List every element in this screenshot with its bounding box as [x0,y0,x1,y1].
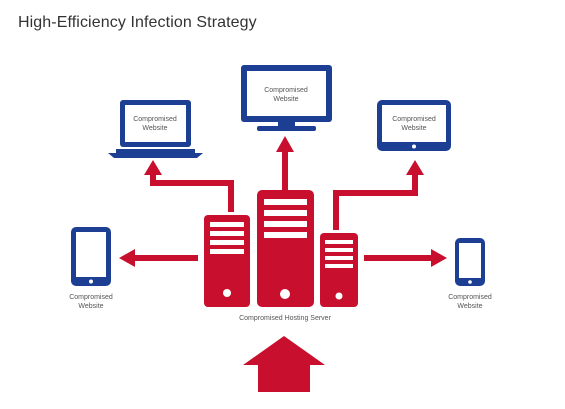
laptop-icon: Compromised Website [108,100,203,158]
arrow-right [364,249,447,267]
page-title: High-Efficiency Infection Strategy [18,14,257,31]
device-label-line1: Compromised [392,116,436,123]
arrows [119,136,447,392]
device-label-line1: Compromised [133,116,177,123]
monitor-icon: Compromised Website [241,65,332,131]
server-center [257,190,314,307]
arrow-left [119,249,198,267]
server-right [320,233,358,307]
device-label-line1: Compromised [448,294,492,301]
tablet-icon: Compromised Website [69,227,113,310]
device-label-line1: Compromised [69,294,113,301]
server-icon: Compromised Hosting Server [204,190,358,322]
phone-icon: Compromised Website [448,238,492,310]
device-label-line2: Website [457,303,482,310]
device-label-line2: Website [142,125,167,132]
arrow-up-right [333,160,424,230]
home-arrow-icon [243,336,325,392]
server-label: Compromised Hosting Server [239,315,331,322]
arrow-up-left [144,160,234,212]
arrow-up-center [276,136,294,190]
tablet-icon: Compromised Website [377,100,451,151]
device-label-line2: Website [78,303,103,310]
device-label-line1: Compromised [264,87,308,94]
server-left [204,215,250,307]
device-label-line2: Website [273,96,298,103]
device-label-line2: Website [401,125,426,132]
